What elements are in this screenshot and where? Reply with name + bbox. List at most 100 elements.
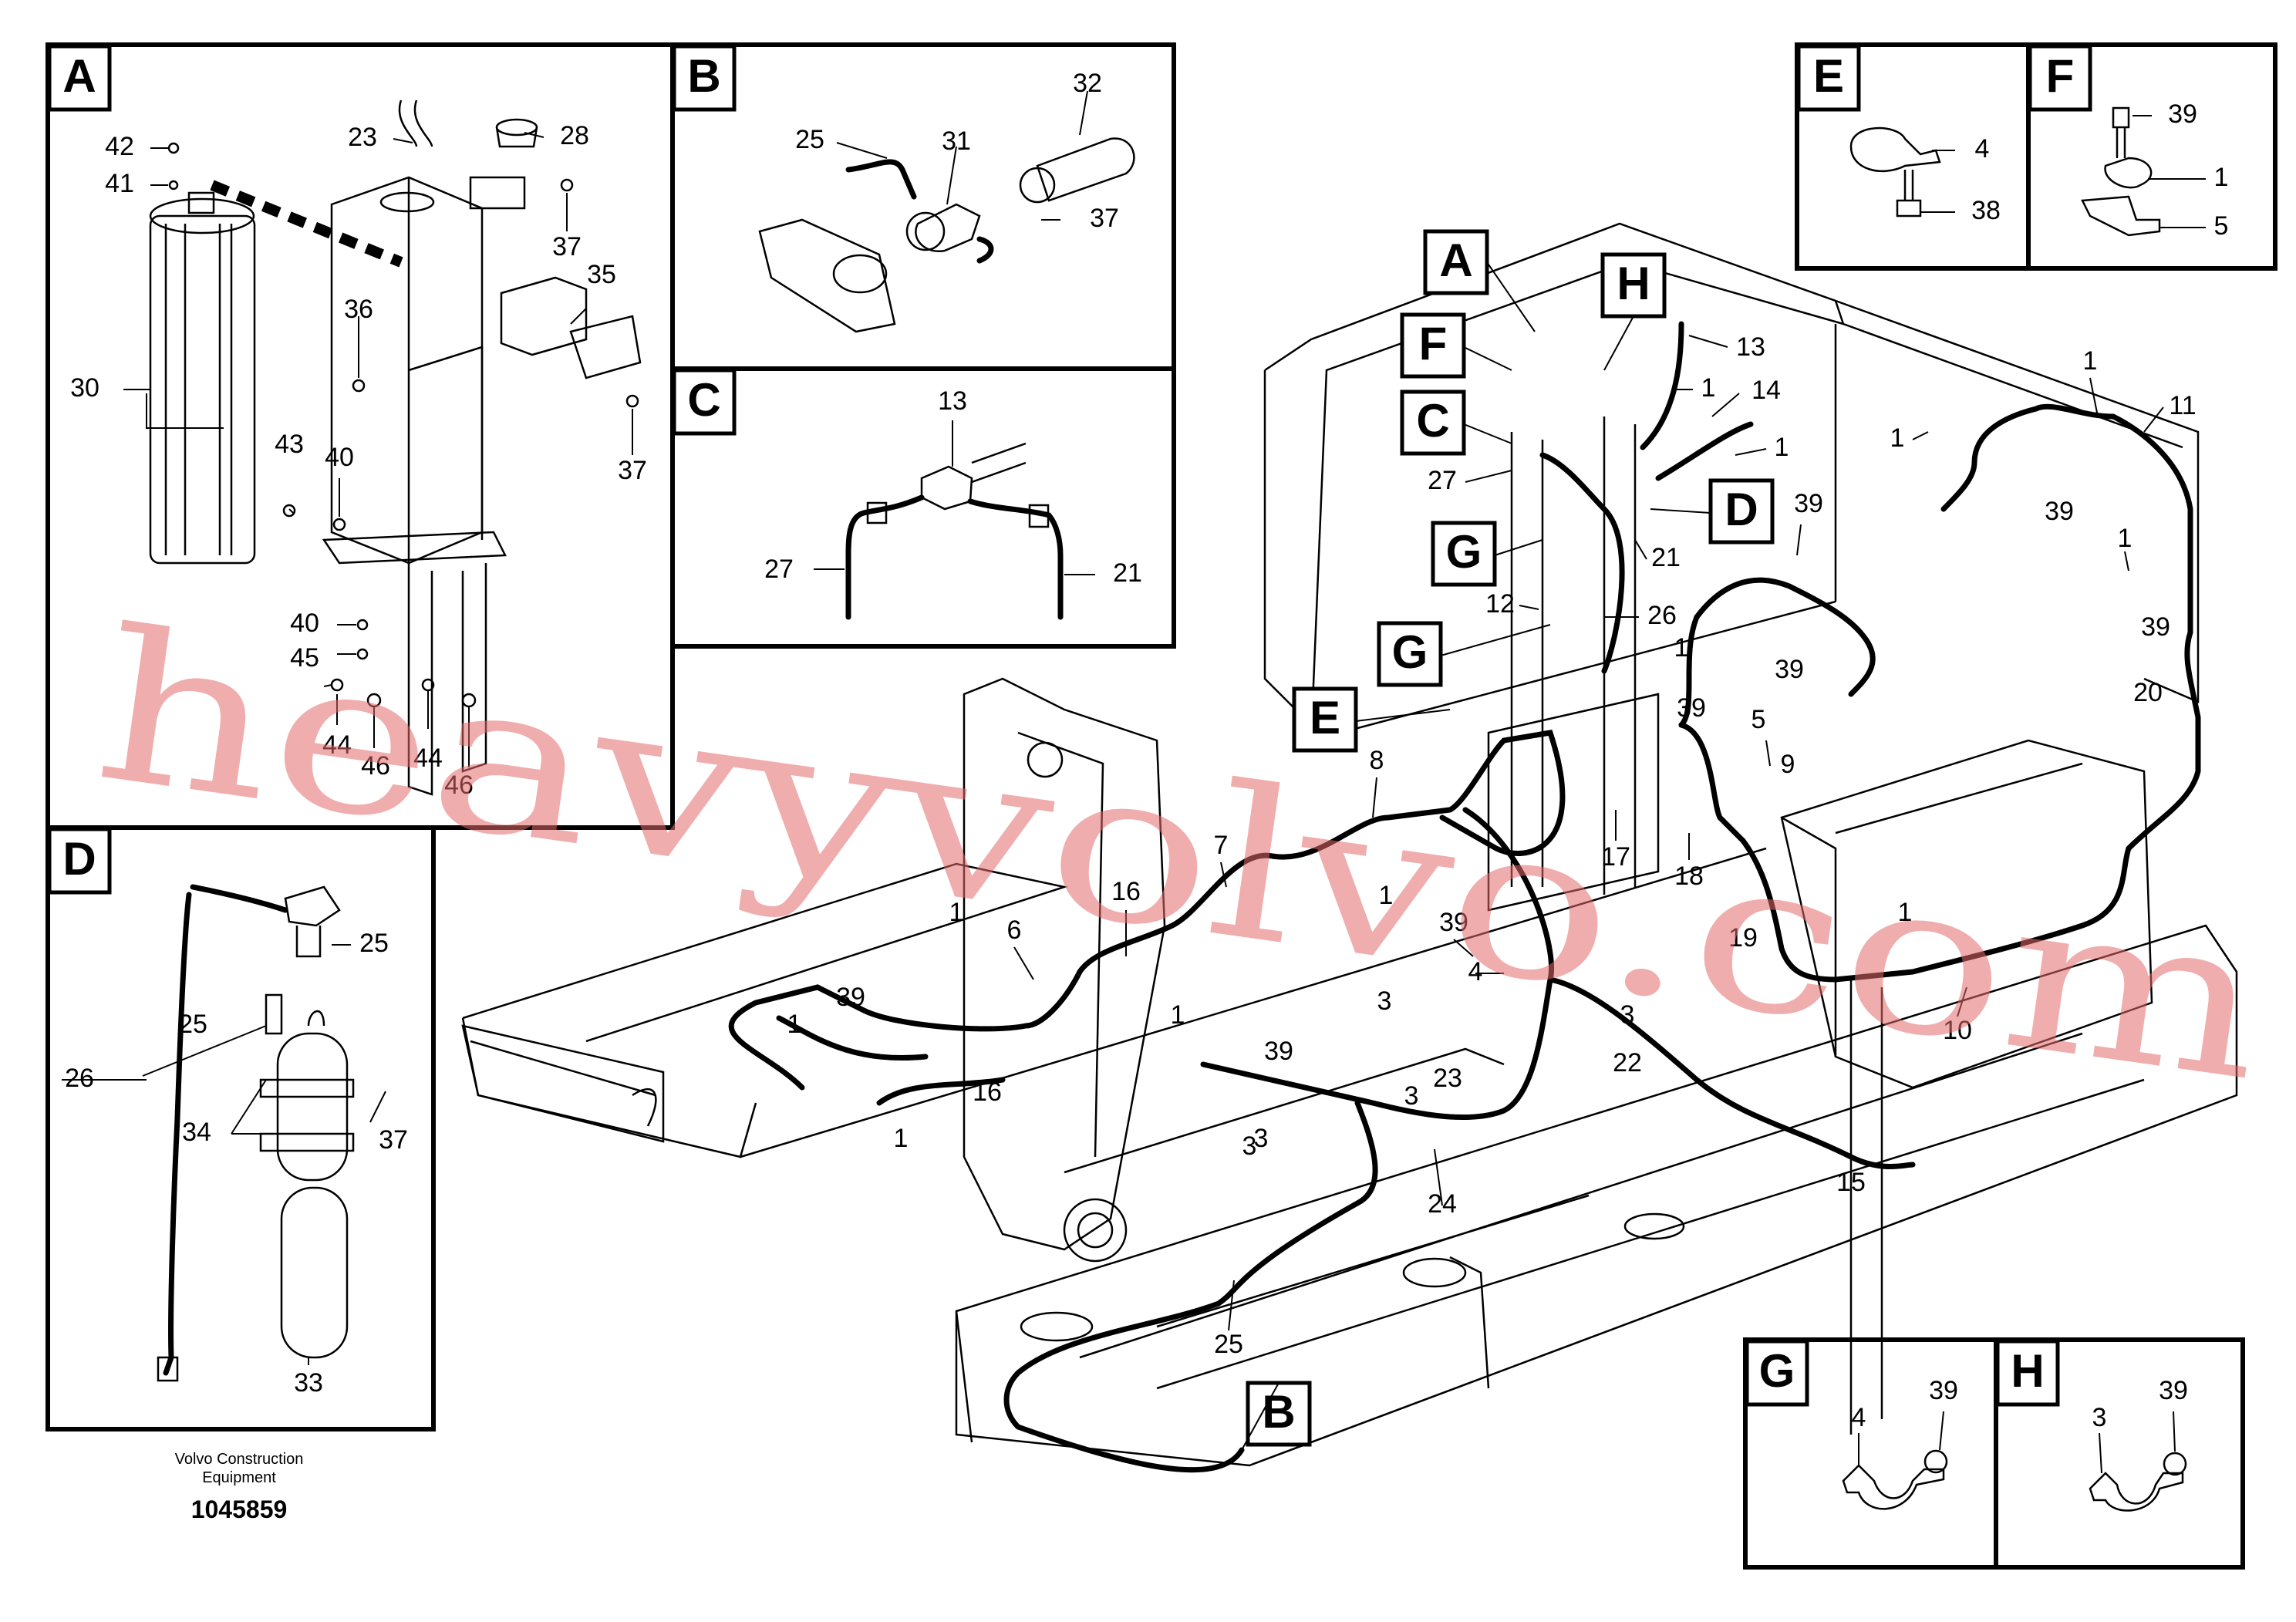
label-main-1-e: 1 <box>2118 524 2132 553</box>
label-b-25: 25 <box>795 125 824 154</box>
label-a-37-top: 37 <box>552 232 582 261</box>
detail-box-d: D 25 26 25 34 37 33 <box>46 825 436 1431</box>
label-d-33: 33 <box>294 1368 323 1398</box>
label-main-39-d: 39 <box>1775 655 1804 684</box>
label-main-14: 14 <box>1752 376 1781 405</box>
label-d-26: 26 <box>65 1064 94 1093</box>
label-g-4: 4 <box>1852 1403 1866 1432</box>
label-main-1-k: 1 <box>894 1124 909 1153</box>
label-main-3-e: 3 <box>1254 1124 1269 1153</box>
label-c-21: 21 <box>1113 558 1142 588</box>
detail-h-letter: H <box>2011 1345 2044 1397</box>
detail-box-e: E 4 38 <box>1795 42 2031 271</box>
label-a-46-left: 46 <box>361 751 390 781</box>
label-e-38: 38 <box>1971 196 2001 225</box>
label-main-13: 13 <box>1736 332 1765 362</box>
detail-c-tag <box>672 368 737 436</box>
label-main-3-b: 3 <box>1404 1081 1419 1111</box>
label-main-5: 5 <box>1752 705 1766 734</box>
label-main-3-d: 3 <box>1377 986 1392 1016</box>
label-a-43: 43 <box>275 430 304 459</box>
label-a-41: 41 <box>105 169 134 198</box>
tag-d <box>1708 478 1775 545</box>
label-main-1-a: 1 <box>1701 373 1716 403</box>
detail-box-f: F 39 1 5 <box>2026 42 2277 271</box>
label-main-4: 4 <box>1468 957 1483 986</box>
detail-e-letter: E <box>1813 50 1844 102</box>
label-main-1-g: 1 <box>1379 881 1394 910</box>
label-main-39-e: 39 <box>1677 693 1706 723</box>
label-main-22: 22 <box>1613 1048 1642 1077</box>
label-h-39: 39 <box>2159 1376 2188 1405</box>
detail-d-letter: D <box>62 833 96 885</box>
label-b-31: 31 <box>942 126 971 156</box>
label-a-37-right: 37 <box>618 456 647 485</box>
footer-block: Volvo Construction Equipment 1045859 <box>175 1451 304 1523</box>
label-main-9: 9 <box>1781 750 1795 779</box>
footer-company-line1: Volvo Construction <box>175 1451 304 1468</box>
label-main-3-a: 3 <box>1620 1000 1635 1030</box>
tag-e-letter: E <box>1310 692 1340 744</box>
detail-box-g: G 4 39 <box>1743 1337 1998 1570</box>
label-a-45: 45 <box>290 643 319 673</box>
label-main-3-c: 3 <box>1242 1131 1257 1161</box>
label-main-1-b: 1 <box>1775 433 1789 462</box>
detail-g-letter: G <box>1759 1345 1795 1397</box>
label-a-40-bottom: 40 <box>290 609 319 638</box>
tag-b-letter: B <box>1262 1386 1295 1438</box>
label-main-19: 19 <box>1728 923 1758 953</box>
detail-box-h: H 3 39 <box>1994 1337 2245 1570</box>
label-main-25: 25 <box>1214 1330 1243 1359</box>
detail-b-tag <box>672 44 737 112</box>
label-main-23: 23 <box>1433 1064 1462 1093</box>
detail-f-letter: F <box>2046 50 2075 102</box>
detail-f-frame <box>2026 42 2277 271</box>
label-main-20: 20 <box>2133 678 2163 707</box>
label-main-1-l: 1 <box>1898 898 1913 927</box>
label-a-23: 23 <box>348 123 377 152</box>
label-g-39: 39 <box>1929 1376 1958 1405</box>
label-main-15: 15 <box>1836 1168 1866 1197</box>
detail-box-b: B 25 31 32 37 <box>670 42 1176 371</box>
label-h-3: 3 <box>2092 1403 2107 1432</box>
label-a-30: 30 <box>70 373 99 403</box>
label-main-8: 8 <box>1370 746 1384 775</box>
tag-e <box>1292 686 1358 753</box>
detail-h-tag <box>1995 1339 2060 1407</box>
label-b-32: 32 <box>1073 69 1102 98</box>
tag-g-top-letter: G <box>1446 526 1482 578</box>
label-d-37: 37 <box>379 1125 408 1155</box>
label-d-25-top: 25 <box>359 929 389 958</box>
label-main-1-f: 1 <box>1674 633 1689 663</box>
label-main-39-h: 39 <box>1264 1037 1293 1066</box>
footer-drawing-number: 1045859 <box>191 1496 288 1523</box>
detail-a-tag <box>47 44 112 112</box>
detail-c-frame <box>670 366 1176 649</box>
label-e-4: 4 <box>1975 134 1990 164</box>
label-a-46-right: 46 <box>444 771 474 800</box>
label-main-1-i: 1 <box>787 1010 802 1039</box>
machine-frame <box>461 222 2238 1467</box>
label-main-39-b: 39 <box>2045 497 2074 526</box>
label-c-13: 13 <box>938 386 967 416</box>
detail-box-c: C 13 27 21 <box>670 366 1176 649</box>
label-main-17: 17 <box>1601 842 1630 872</box>
tag-a-letter: A <box>1439 234 1472 286</box>
label-main-27: 27 <box>1428 466 1457 495</box>
tag-d-letter: D <box>1725 484 1758 535</box>
label-a-44-left: 44 <box>322 730 352 760</box>
main-view-labels: 13 1 14 1 27 39 21 12 26 11 1 1 39 1 39 … <box>787 332 2197 1359</box>
label-d-34: 34 <box>182 1118 211 1147</box>
label-main-10: 10 <box>1943 1016 1972 1045</box>
detail-d-frame <box>46 825 436 1431</box>
detail-d-tag <box>47 827 112 895</box>
label-a-44-right: 44 <box>413 744 443 773</box>
label-a-35: 35 <box>587 260 616 289</box>
tag-g-top <box>1431 521 1497 587</box>
tag-f <box>1400 312 1466 379</box>
label-main-21: 21 <box>1651 543 1681 572</box>
tag-h-letter: H <box>1617 258 1650 309</box>
label-a-28: 28 <box>560 121 589 150</box>
label-main-18: 18 <box>1674 862 1704 891</box>
